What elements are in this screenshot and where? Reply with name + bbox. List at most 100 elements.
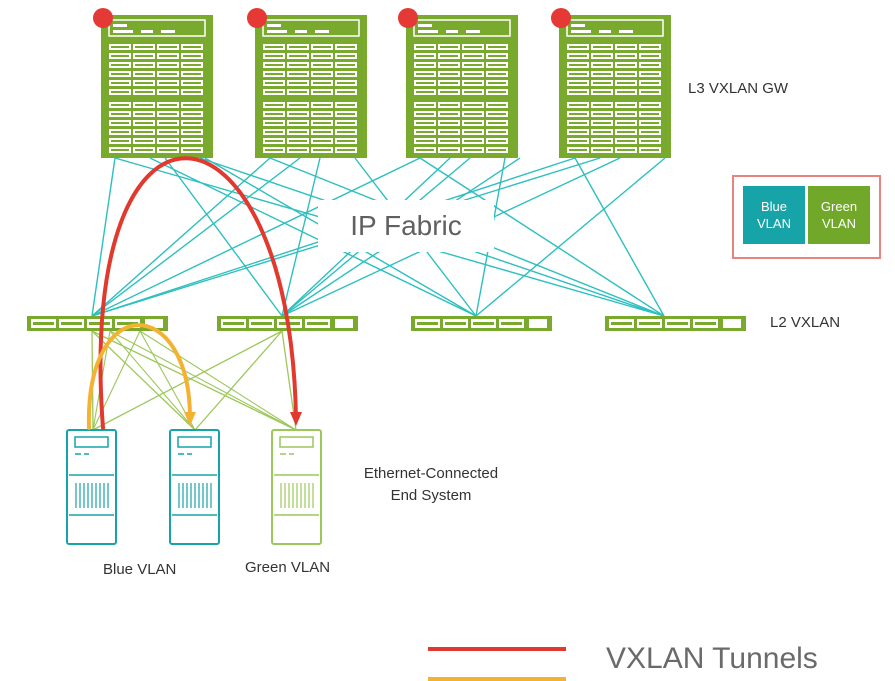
spine-port-mark bbox=[599, 30, 611, 33]
spine-switch bbox=[551, 8, 671, 158]
spine-line-card-slot bbox=[111, 73, 129, 75]
spine-line-card-slot bbox=[289, 82, 307, 84]
spine-switches bbox=[93, 8, 671, 158]
fabric-link bbox=[149, 157, 477, 317]
spine-line-card-slot bbox=[641, 113, 659, 115]
spine-status-dot bbox=[93, 8, 113, 28]
spine-line-card-slot bbox=[488, 104, 506, 106]
spine-line-card-slot bbox=[313, 122, 331, 124]
leaf-switch bbox=[27, 316, 168, 331]
spine-line-card-slot bbox=[464, 55, 482, 57]
spine-line-card-slot bbox=[159, 73, 177, 75]
spine-line-card-slot bbox=[416, 73, 434, 75]
spine-line-card-slot bbox=[641, 131, 659, 133]
spine-line-card-slot bbox=[337, 113, 355, 115]
spine-port-mark bbox=[571, 24, 585, 27]
spine-line-card-slot bbox=[569, 140, 587, 142]
spine-line-card-slot bbox=[135, 104, 153, 106]
spine-header bbox=[566, 19, 664, 37]
spine-line-card-slot bbox=[488, 82, 506, 84]
leaf-port-slot bbox=[251, 322, 272, 325]
spine-line-card-slot bbox=[641, 73, 659, 75]
spine-line-card-slot bbox=[569, 64, 587, 66]
fabric-link bbox=[281, 157, 321, 317]
access-link bbox=[139, 330, 297, 431]
spine-line-card-slot bbox=[337, 82, 355, 84]
ip-fabric-label: IP Fabric bbox=[318, 200, 494, 252]
spine-line-card-slot bbox=[183, 149, 201, 151]
fabric-link bbox=[91, 157, 301, 317]
spine-line-card-slot bbox=[135, 140, 153, 142]
spine-line-card-slot bbox=[265, 113, 283, 115]
spine-line-card-slot bbox=[617, 140, 635, 142]
spine-line-card-slot bbox=[289, 140, 307, 142]
spine-line-card-slot bbox=[289, 55, 307, 57]
spine-line-card-slot bbox=[337, 55, 355, 57]
fabric-link bbox=[91, 157, 271, 317]
spine-line-card-slot bbox=[265, 73, 283, 75]
access-link bbox=[91, 330, 297, 431]
green-vlan-swatch: Green VLAN bbox=[808, 186, 870, 244]
spine-port-mark bbox=[267, 30, 287, 33]
spine-line-card-slot bbox=[313, 82, 331, 84]
access-link bbox=[194, 330, 283, 431]
spine-line-card-slot bbox=[111, 131, 129, 133]
spine-line-card-slot bbox=[289, 64, 307, 66]
spine-line-card-slot bbox=[135, 122, 153, 124]
spine-line-card-slot bbox=[569, 104, 587, 106]
spine-line-card-slot bbox=[159, 82, 177, 84]
spine-line-card-slot bbox=[593, 82, 611, 84]
spine-line-card-slot bbox=[337, 46, 355, 48]
spine-line-card-slot bbox=[183, 91, 201, 93]
leaf-port-slot bbox=[33, 322, 54, 325]
server-drive-bay bbox=[74, 436, 109, 448]
leaf-port-slot bbox=[417, 322, 438, 325]
leaf-port-slot bbox=[473, 322, 494, 325]
spine-line-card-slot bbox=[416, 46, 434, 48]
spine-line-card-slot bbox=[159, 122, 177, 124]
l2-vxlan-label: L2 VXLAN bbox=[770, 314, 841, 331]
spine-port-mark bbox=[466, 30, 480, 33]
spine-line-card-slot bbox=[159, 104, 177, 106]
spine-line-card-slot bbox=[569, 131, 587, 133]
spine-line-card-slot bbox=[440, 149, 458, 151]
spine-line-card-slot bbox=[111, 149, 129, 151]
spine-line-card-slot bbox=[416, 113, 434, 115]
leaf-uplink bbox=[529, 319, 547, 328]
spine-line-card-slot bbox=[416, 131, 434, 133]
spine-line-card-slot bbox=[313, 91, 331, 93]
fabric-link bbox=[475, 157, 666, 317]
spine-line-card-slot bbox=[289, 91, 307, 93]
spine-line-card-slot bbox=[313, 64, 331, 66]
spine-line-card-slot bbox=[641, 122, 659, 124]
spine-line-card-slot bbox=[135, 131, 153, 133]
server-drive-bay bbox=[279, 436, 314, 448]
leaf-port-slot bbox=[117, 322, 138, 325]
leaf-switch bbox=[411, 316, 552, 331]
spine-line-card-slot bbox=[135, 82, 153, 84]
access-link bbox=[109, 330, 297, 431]
spine-line-card-slot bbox=[593, 149, 611, 151]
blue-vlan-caption: Blue VLAN bbox=[103, 561, 177, 578]
spine-line-card-slot bbox=[488, 131, 506, 133]
spine-line-card-slot bbox=[617, 149, 635, 151]
spine-line-card-slot bbox=[313, 113, 331, 115]
spine-line-card-slot bbox=[488, 73, 506, 75]
spine-line-card-slot bbox=[337, 91, 355, 93]
spine-line-card-slot bbox=[440, 131, 458, 133]
spine-line-card-slot bbox=[488, 149, 506, 151]
spine-line-card-slot bbox=[593, 55, 611, 57]
orange-vxlan-tunnel bbox=[86, 323, 192, 430]
spine-line-card-slot bbox=[464, 131, 482, 133]
spine-line-card-slot bbox=[617, 55, 635, 57]
spine-line-card-slot bbox=[313, 46, 331, 48]
spine-line-card-slot bbox=[569, 82, 587, 84]
green-vlan-caption: Green VLAN bbox=[245, 559, 331, 576]
end-system-label: Ethernet-Connected End System bbox=[363, 465, 499, 504]
end-system-server bbox=[169, 429, 220, 545]
spine-line-card-slot bbox=[313, 140, 331, 142]
spine-line-card-slot bbox=[183, 55, 201, 57]
leaf-port-slot bbox=[611, 322, 632, 325]
leaf-port-slot bbox=[89, 322, 110, 325]
